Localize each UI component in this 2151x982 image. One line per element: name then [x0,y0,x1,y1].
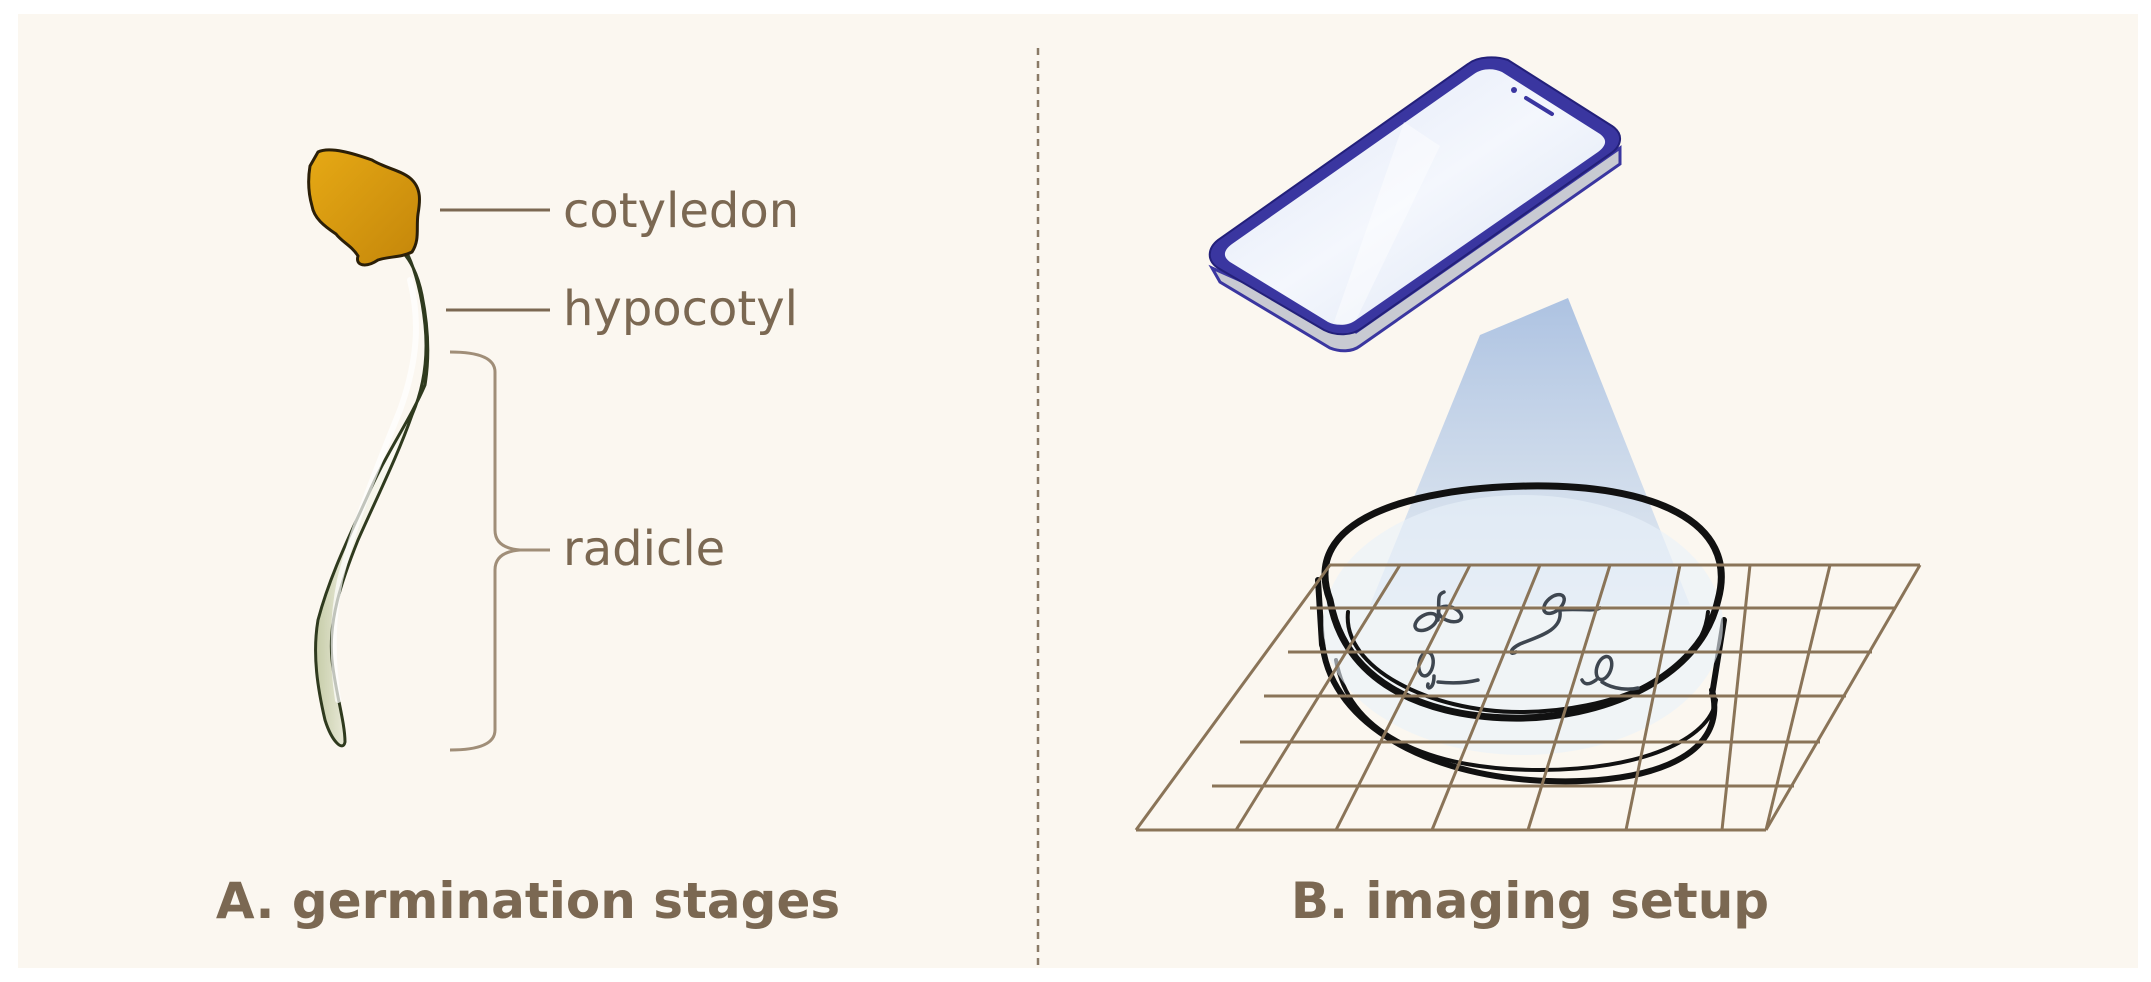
seedling-body [314,248,430,748]
caption-panel-a: A. germination stages [216,872,840,930]
phone-screen [1224,69,1606,325]
phone-side [1208,145,1622,353]
dish-wall-left [1315,577,1325,648]
panel-a: cotyledon hypocotyl radicle A. germinati… [216,148,840,930]
phone-screen-sheen [1334,122,1440,325]
caption-panel-b: B. imaging setup [1291,872,1769,930]
panel-b: B. imaging setup [1134,56,1922,930]
smartphone-icon [1208,56,1622,353]
label-radicle: radicle [563,521,725,577]
dish-seedling-4 [1580,654,1640,691]
dish-seedlings [1413,590,1640,691]
seedling-illustration [307,148,430,748]
dish-inner-rim [1345,610,1710,715]
perspective-grid [1134,563,1922,832]
dish-lid-rim [1321,482,1725,722]
label-cotyledon: cotyledon [563,183,799,239]
seedling-highlight [330,277,419,703]
phone-camera [1511,87,1517,93]
radicle-bracket [449,350,550,752]
dish-base-rim [1334,658,1718,773]
dish-seedling-1 [1413,590,1464,633]
dish-outer-rim-bottom [1319,637,1718,785]
phone-speaker [1524,96,1554,116]
cotyledon-shape [307,148,422,267]
label-hypocotyl: hypocotyl [563,281,798,337]
